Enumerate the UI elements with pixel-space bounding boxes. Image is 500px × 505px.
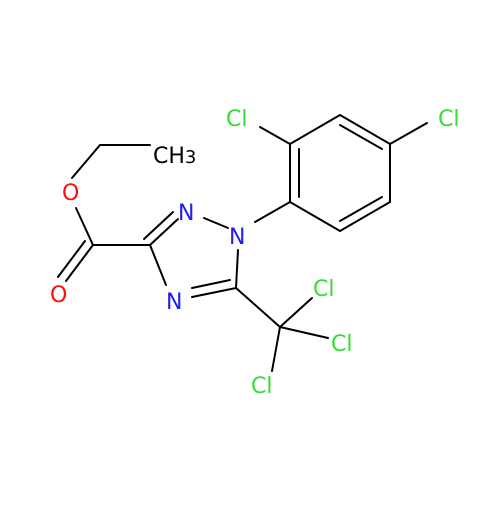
bond-ring-c3-c4-double bbox=[339, 124, 383, 150]
bond-ccarbonyl-o-double-1 bbox=[65, 244, 94, 282]
atom-n1: N bbox=[229, 225, 245, 250]
atom-cl-ccl3-a: Cl bbox=[313, 277, 334, 302]
atom-n2: N bbox=[178, 201, 194, 226]
atom-n4: N bbox=[166, 290, 182, 315]
bond-ring-c5-c6 bbox=[339, 201, 391, 232]
bond-ccl3-cl-c bbox=[271, 326, 281, 372]
bond-o-ch2 bbox=[71, 144, 101, 179]
bond-c5-n1 bbox=[235, 249, 239, 289]
atom-ch3: CH3 bbox=[153, 144, 196, 169]
atom-ch3-subscript: 3 bbox=[185, 147, 196, 168]
bond-n2-c3 bbox=[149, 218, 179, 246]
atom-o-ester: O bbox=[62, 181, 79, 206]
bond-n1-n2 bbox=[203, 217, 229, 229]
atom-ch3-main: CH bbox=[153, 144, 185, 169]
bond-ring-c3-c4 bbox=[339, 114, 391, 145]
bond-n2-c3-double bbox=[143, 211, 174, 240]
bond-c1-n1 bbox=[254, 201, 291, 223]
bond-ccl3-cl-b bbox=[279, 326, 329, 339]
bond-n4-c5 bbox=[191, 287, 237, 298]
atom-cl-ccl3-b: Cl bbox=[331, 332, 352, 357]
bond-c5-ccl3 bbox=[235, 287, 281, 328]
bond-c4-cl bbox=[389, 122, 428, 145]
bond-n4-c5-double bbox=[191, 279, 231, 289]
bond-ccl3-cl-a bbox=[279, 297, 313, 328]
bond-ccarbonyl-o-ester bbox=[75, 207, 94, 246]
bond-c2-cl bbox=[259, 126, 291, 145]
atom-cl-para: Cl bbox=[438, 107, 459, 132]
bond-c3-n4 bbox=[149, 244, 167, 286]
bond-ring-c2-c3 bbox=[289, 114, 341, 145]
atom-cl-ccl3-c: Cl bbox=[251, 374, 272, 399]
atom-o-carbonyl: O bbox=[50, 283, 67, 308]
atom-cl-ortho: Cl bbox=[226, 107, 247, 132]
bond-ccarbonyl-o-double-2 bbox=[57, 240, 86, 278]
bond-ring-c6-c1 bbox=[289, 201, 341, 232]
bond-ring-c5-c6-double bbox=[339, 196, 383, 222]
